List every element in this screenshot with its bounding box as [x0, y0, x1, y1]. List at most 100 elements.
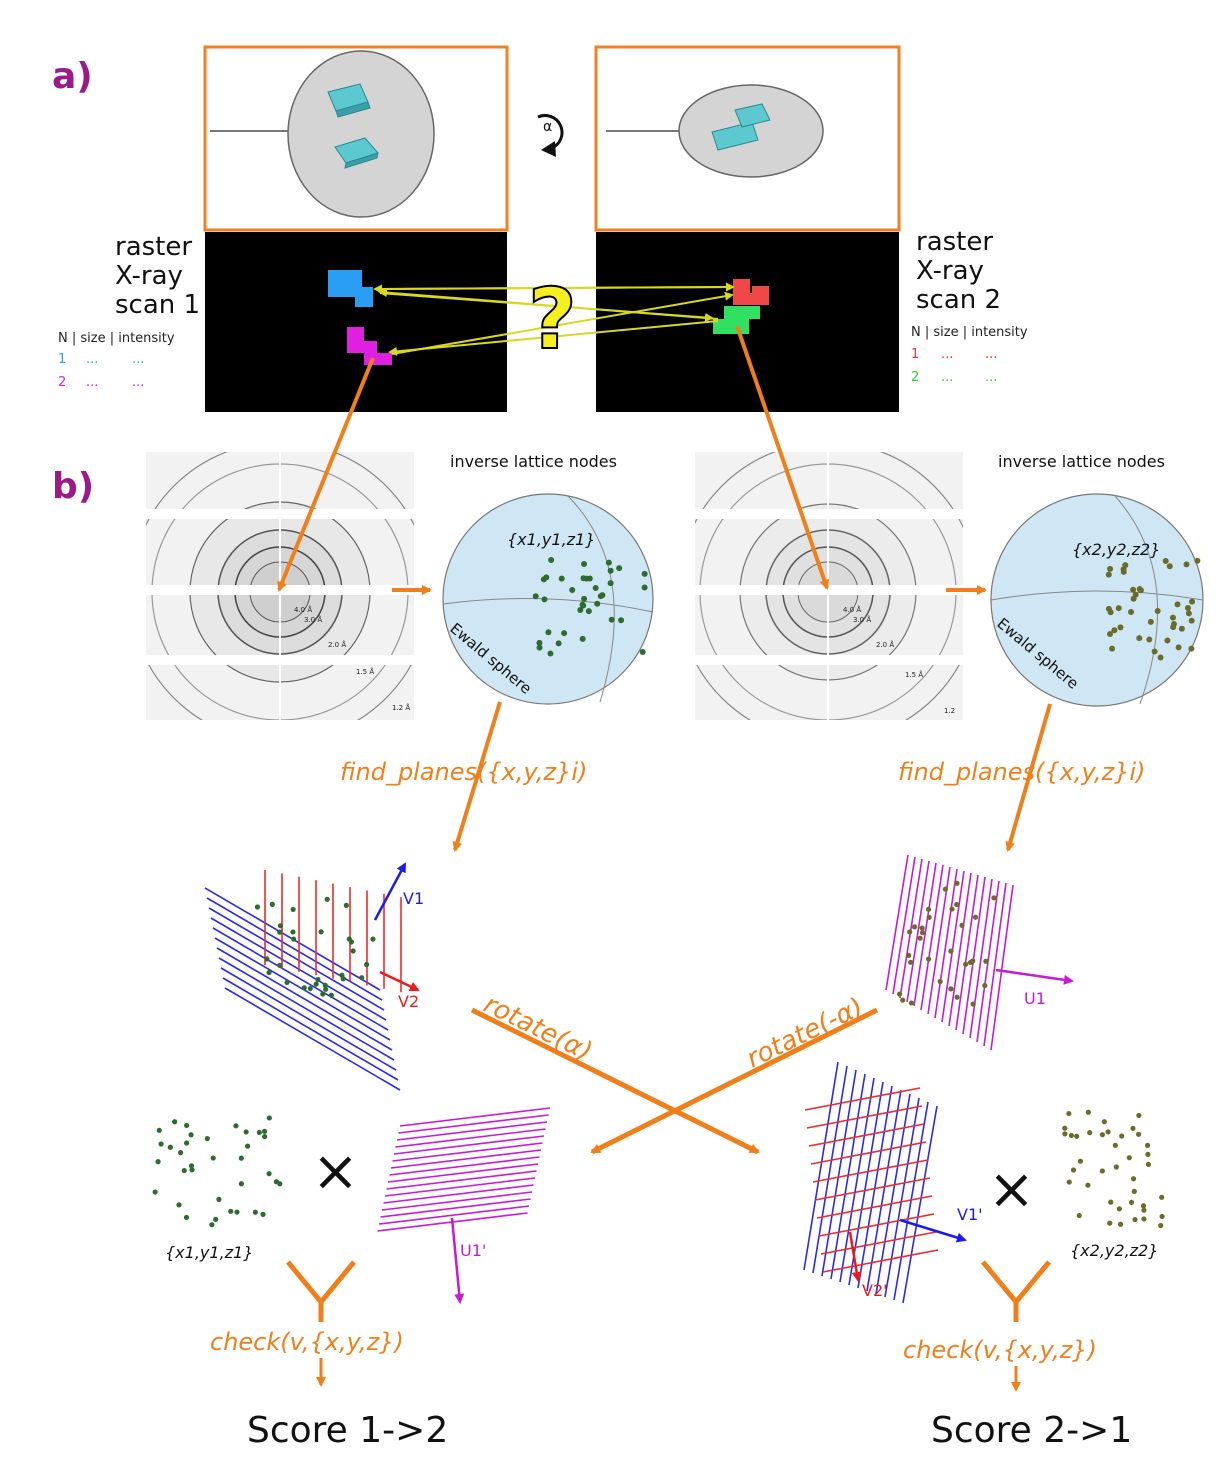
- vector-v2-label: V2: [398, 992, 419, 1011]
- lattice-node: [970, 958, 976, 964]
- plane-line-magenta: [983, 882, 1007, 1047]
- lattice-node: [1107, 565, 1114, 572]
- diffraction-image-2: 4.0 Å 3.0 Å 2.0 Å 1.5 Å 1.2: [695, 452, 963, 720]
- lattice-node: [233, 1123, 239, 1129]
- lattice-node: [1166, 563, 1173, 570]
- plane-line-red: [818, 1213, 935, 1237]
- lattice-node: [908, 959, 914, 965]
- scan2-table-header: N | size | intensity: [911, 325, 1028, 340]
- coord-bottom-left: {x1,y1,z1}: [165, 1243, 253, 1262]
- lattice-node: [158, 1141, 164, 1147]
- lattice-node: [925, 956, 932, 962]
- lattice-node: [594, 600, 601, 607]
- vector-v1prime-label: V1': [957, 1205, 983, 1224]
- plane-line-blue: [224, 987, 401, 1091]
- plane-line-magenta: [941, 870, 965, 1023]
- lattice-node: [156, 1127, 162, 1133]
- lattice-node: [919, 925, 925, 931]
- lattice-node: [1157, 654, 1164, 661]
- panel-label-b: b): [52, 466, 94, 507]
- lattice-node: [1141, 1207, 1147, 1213]
- plane-line-blue: [208, 907, 385, 1011]
- plane-line-magenta: [378, 1205, 530, 1225]
- lattice-node: [536, 639, 543, 646]
- arrow-sphere2-to-planes: [1005, 703, 1052, 852]
- lattice-node: [322, 982, 328, 988]
- lattice-node: [1136, 1112, 1142, 1119]
- lattice-node: [243, 1129, 249, 1135]
- lattice-node: [1162, 557, 1169, 564]
- lattice-node: [1099, 1168, 1105, 1174]
- lattice-node: [1140, 1203, 1147, 1209]
- sphere-left-dots: [532, 557, 648, 657]
- check-left: check(v,{x,y,z}): [210, 1328, 404, 1356]
- plane-line-blue: [884, 1097, 920, 1298]
- res-label-2c: 2.0 Å: [876, 640, 894, 649]
- lattice-node: [1170, 624, 1177, 631]
- lattice-node: [558, 575, 565, 582]
- times-left: ×: [312, 1139, 359, 1204]
- lattice-node: [1194, 557, 1201, 564]
- lattice-node: [926, 914, 932, 920]
- lattice-node: [536, 644, 543, 651]
- scan1-row2-n: 2: [58, 375, 66, 390]
- lattice-node: [216, 1196, 222, 1202]
- lattice-node: [204, 1135, 210, 1142]
- plane-line-magenta: [389, 1156, 540, 1176]
- lattice-node: [188, 1132, 194, 1138]
- lattice-node: [925, 906, 932, 912]
- lattice-node: [318, 929, 324, 935]
- matching-arrows: [373, 282, 735, 356]
- lattice-node: [1184, 605, 1191, 612]
- lattice-node: [942, 886, 948, 892]
- bottom-right-dots: [1062, 1109, 1165, 1229]
- arrow-sphere1-to-planes: [452, 701, 502, 852]
- plane-line-red: [810, 1141, 927, 1165]
- lattice-node: [1119, 1133, 1125, 1139]
- scan1-row1-intensity: ...: [132, 352, 144, 367]
- res-label-2d: 1.5 Å: [905, 670, 923, 679]
- lattice-node: [1107, 609, 1114, 616]
- lattice-node: [252, 1209, 258, 1215]
- lattice-node: [547, 650, 554, 657]
- vector-v1-arrow: [373, 862, 407, 921]
- rotate-left-label: rotate(α): [479, 989, 597, 1067]
- lattice-node: [1120, 568, 1127, 575]
- plane-grid-bottom-right: [803, 1061, 939, 1304]
- lattice-node: [290, 906, 296, 913]
- lattice-node: [340, 976, 346, 982]
- lattice-node: [1159, 1194, 1165, 1200]
- plane-line-magenta: [399, 1107, 551, 1127]
- lattice-node: [991, 895, 997, 901]
- lattice-node: [210, 1155, 216, 1161]
- lattice-node: [906, 952, 912, 958]
- lattice-node: [315, 976, 321, 983]
- plane-line-red: [820, 1231, 937, 1255]
- scan1-row1-n: 1: [58, 352, 66, 367]
- plane-line-blue: [812, 1065, 848, 1274]
- lattice-node: [228, 1208, 234, 1214]
- plane-line-red: [816, 1195, 933, 1219]
- lattice-node: [608, 616, 615, 623]
- raster-scan-1-panel: [205, 232, 507, 412]
- lattice-node: [313, 981, 319, 987]
- vector-v1-label: V1: [403, 889, 424, 908]
- res-label-1e: 1.2 Å: [392, 703, 410, 712]
- lattice-node: [234, 1209, 240, 1215]
- plane-line-blue: [212, 927, 389, 1031]
- plane-line-magenta: [885, 854, 909, 991]
- lattice-node: [284, 979, 290, 986]
- lattice-node: [1111, 627, 1118, 634]
- crystal-loop-view-2: [594, 45, 901, 232]
- lattice-node: [1077, 1158, 1083, 1164]
- plane-line-magenta: [899, 858, 923, 999]
- scan1-table-header: N | size | intensity: [58, 331, 175, 346]
- lattice-node: [1101, 1119, 1107, 1125]
- lattice-node: [605, 559, 612, 566]
- scan1-blob-blue: [328, 270, 373, 307]
- lattice-node: [277, 962, 283, 968]
- plane-line-magenta: [955, 874, 979, 1031]
- scan1-row2-size: ...: [86, 375, 98, 390]
- lattice-node: [1066, 1179, 1072, 1185]
